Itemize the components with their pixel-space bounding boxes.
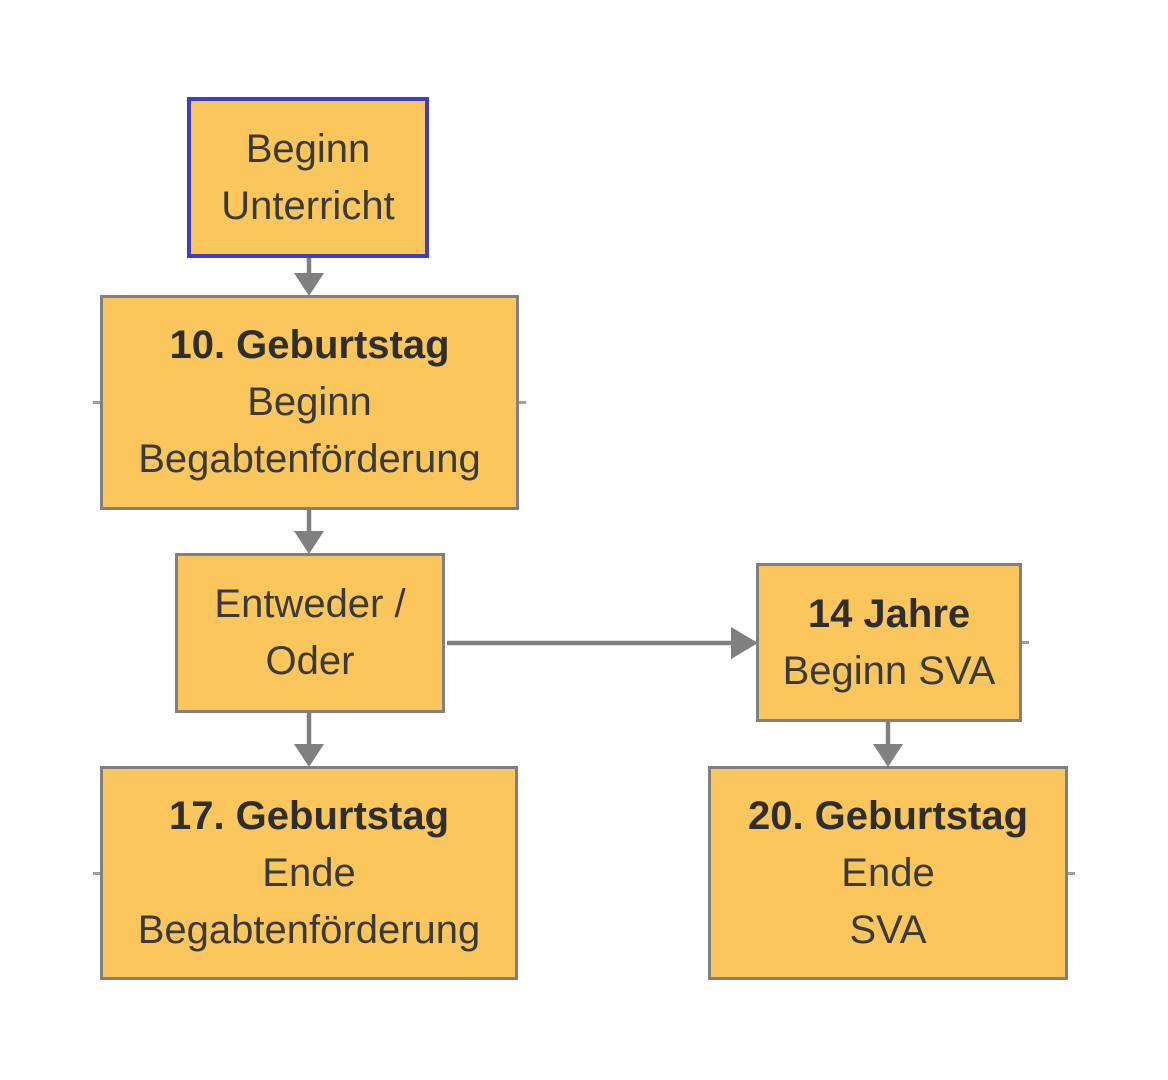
node-title-line: 14 Jahre: [807, 591, 971, 636]
node-text-line: Beginn: [245, 126, 371, 171]
arrow-either-to-j14: [447, 627, 758, 659]
arrow-j14-to-g20: [873, 722, 903, 767]
node-title-line: 17. Geburtstag: [168, 793, 450, 838]
node-text-line: SVA: [849, 907, 927, 952]
node-text-line: Beginn: [247, 380, 372, 424]
connector-stub: [519, 401, 526, 404]
node-14-jahre: 14 Jahre Beginn SVA: [756, 563, 1022, 722]
connector-stub: [93, 872, 100, 875]
arrow-either-to-g17: [294, 713, 324, 767]
node-text-line: Oder: [265, 639, 355, 683]
node-text-line: Begabtenförderung: [138, 437, 481, 481]
node-text-line: Unterricht: [221, 183, 395, 228]
arrow-g10-to-either: [294, 510, 324, 554]
connector-stub: [93, 401, 100, 404]
node-beginn-unterricht: Beginn Unterricht: [187, 97, 429, 258]
node-text-line: Ende: [262, 850, 356, 895]
node-10-geburtstag: 10. Geburtstag Beginn Begabtenförderung: [100, 295, 519, 510]
node-text-line: Ende: [841, 850, 935, 895]
arrow-start-to-g10: [294, 258, 324, 296]
node-title-line: 10. Geburtstag: [169, 323, 450, 367]
node-text-line: Begabtenförderung: [137, 907, 481, 952]
connector-stub: [1022, 641, 1029, 644]
node-entweder-oder: Entweder / Oder: [175, 553, 445, 713]
node-title-line: 20. Geburtstag: [747, 793, 1029, 838]
node-text-line: Beginn SVA: [782, 648, 996, 693]
node-20-geburtstag: 20. Geburtstag Ende SVA: [708, 766, 1068, 980]
node-17-geburtstag: 17. Geburtstag Ende Begabtenförderung: [100, 766, 518, 980]
connector-stub: [1068, 872, 1075, 875]
node-text-line: Entweder /: [214, 582, 406, 626]
